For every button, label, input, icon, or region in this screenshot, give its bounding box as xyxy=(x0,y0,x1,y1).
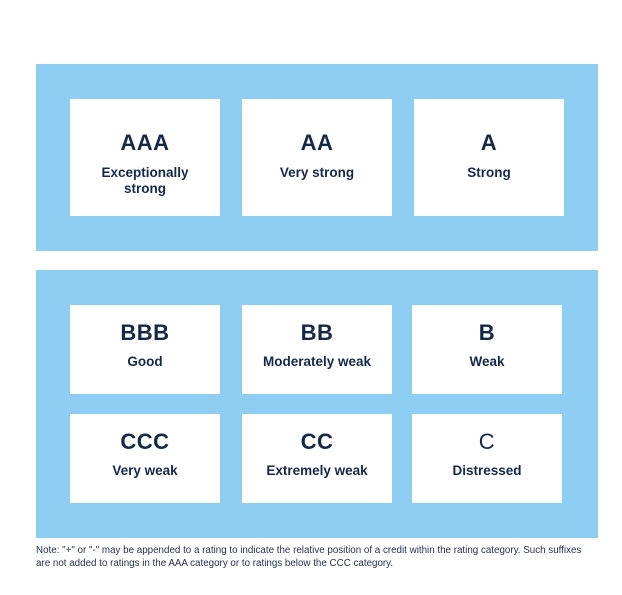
rating-description: Very weak xyxy=(112,463,178,478)
rating-description: Strong xyxy=(467,165,511,180)
rating-card-bbb: BBB Good xyxy=(70,305,220,394)
speculative-grade-panel: BBB Good BB Moderately weak B Weak CCC V… xyxy=(36,270,598,538)
rating-card-ccc: CCC Very weak xyxy=(70,414,220,503)
investment-grade-panel: AAA Exceptionally strong AA Very strong … xyxy=(36,64,598,251)
rating-grade: B xyxy=(478,320,496,345)
rating-grade: CC xyxy=(300,429,334,454)
rating-description: Exceptionally strong xyxy=(101,165,189,196)
rating-card-aa: AA Very strong xyxy=(242,99,392,216)
rating-description: Weak xyxy=(469,354,505,369)
rating-grade: BBB xyxy=(120,320,170,345)
rating-card-c: C Distressed xyxy=(412,414,562,503)
rating-description: Very strong xyxy=(279,165,355,180)
rating-grade: BB xyxy=(300,320,334,345)
rating-grade: AAA xyxy=(120,130,170,155)
rating-card-aaa: AAA Exceptionally strong xyxy=(70,99,220,216)
rating-description: Moderately weak xyxy=(262,354,372,369)
rating-card-bb: BB Moderately weak xyxy=(242,305,392,394)
rating-grade: C xyxy=(478,429,496,454)
rating-card-cc: CC Extremely weak xyxy=(242,414,392,503)
rating-description: Good xyxy=(127,354,163,369)
rating-description: Distressed xyxy=(452,463,522,478)
rating-description: Extremely weak xyxy=(266,463,368,478)
rating-grade: CCC xyxy=(120,429,170,454)
rating-grade: AA xyxy=(300,130,334,155)
rating-card-a: A Strong xyxy=(414,99,564,216)
rating-card-b: B Weak xyxy=(412,305,562,394)
footnote: Note: "+" or "-" may be appended to a ra… xyxy=(36,545,582,569)
rating-grade: A xyxy=(480,130,498,155)
